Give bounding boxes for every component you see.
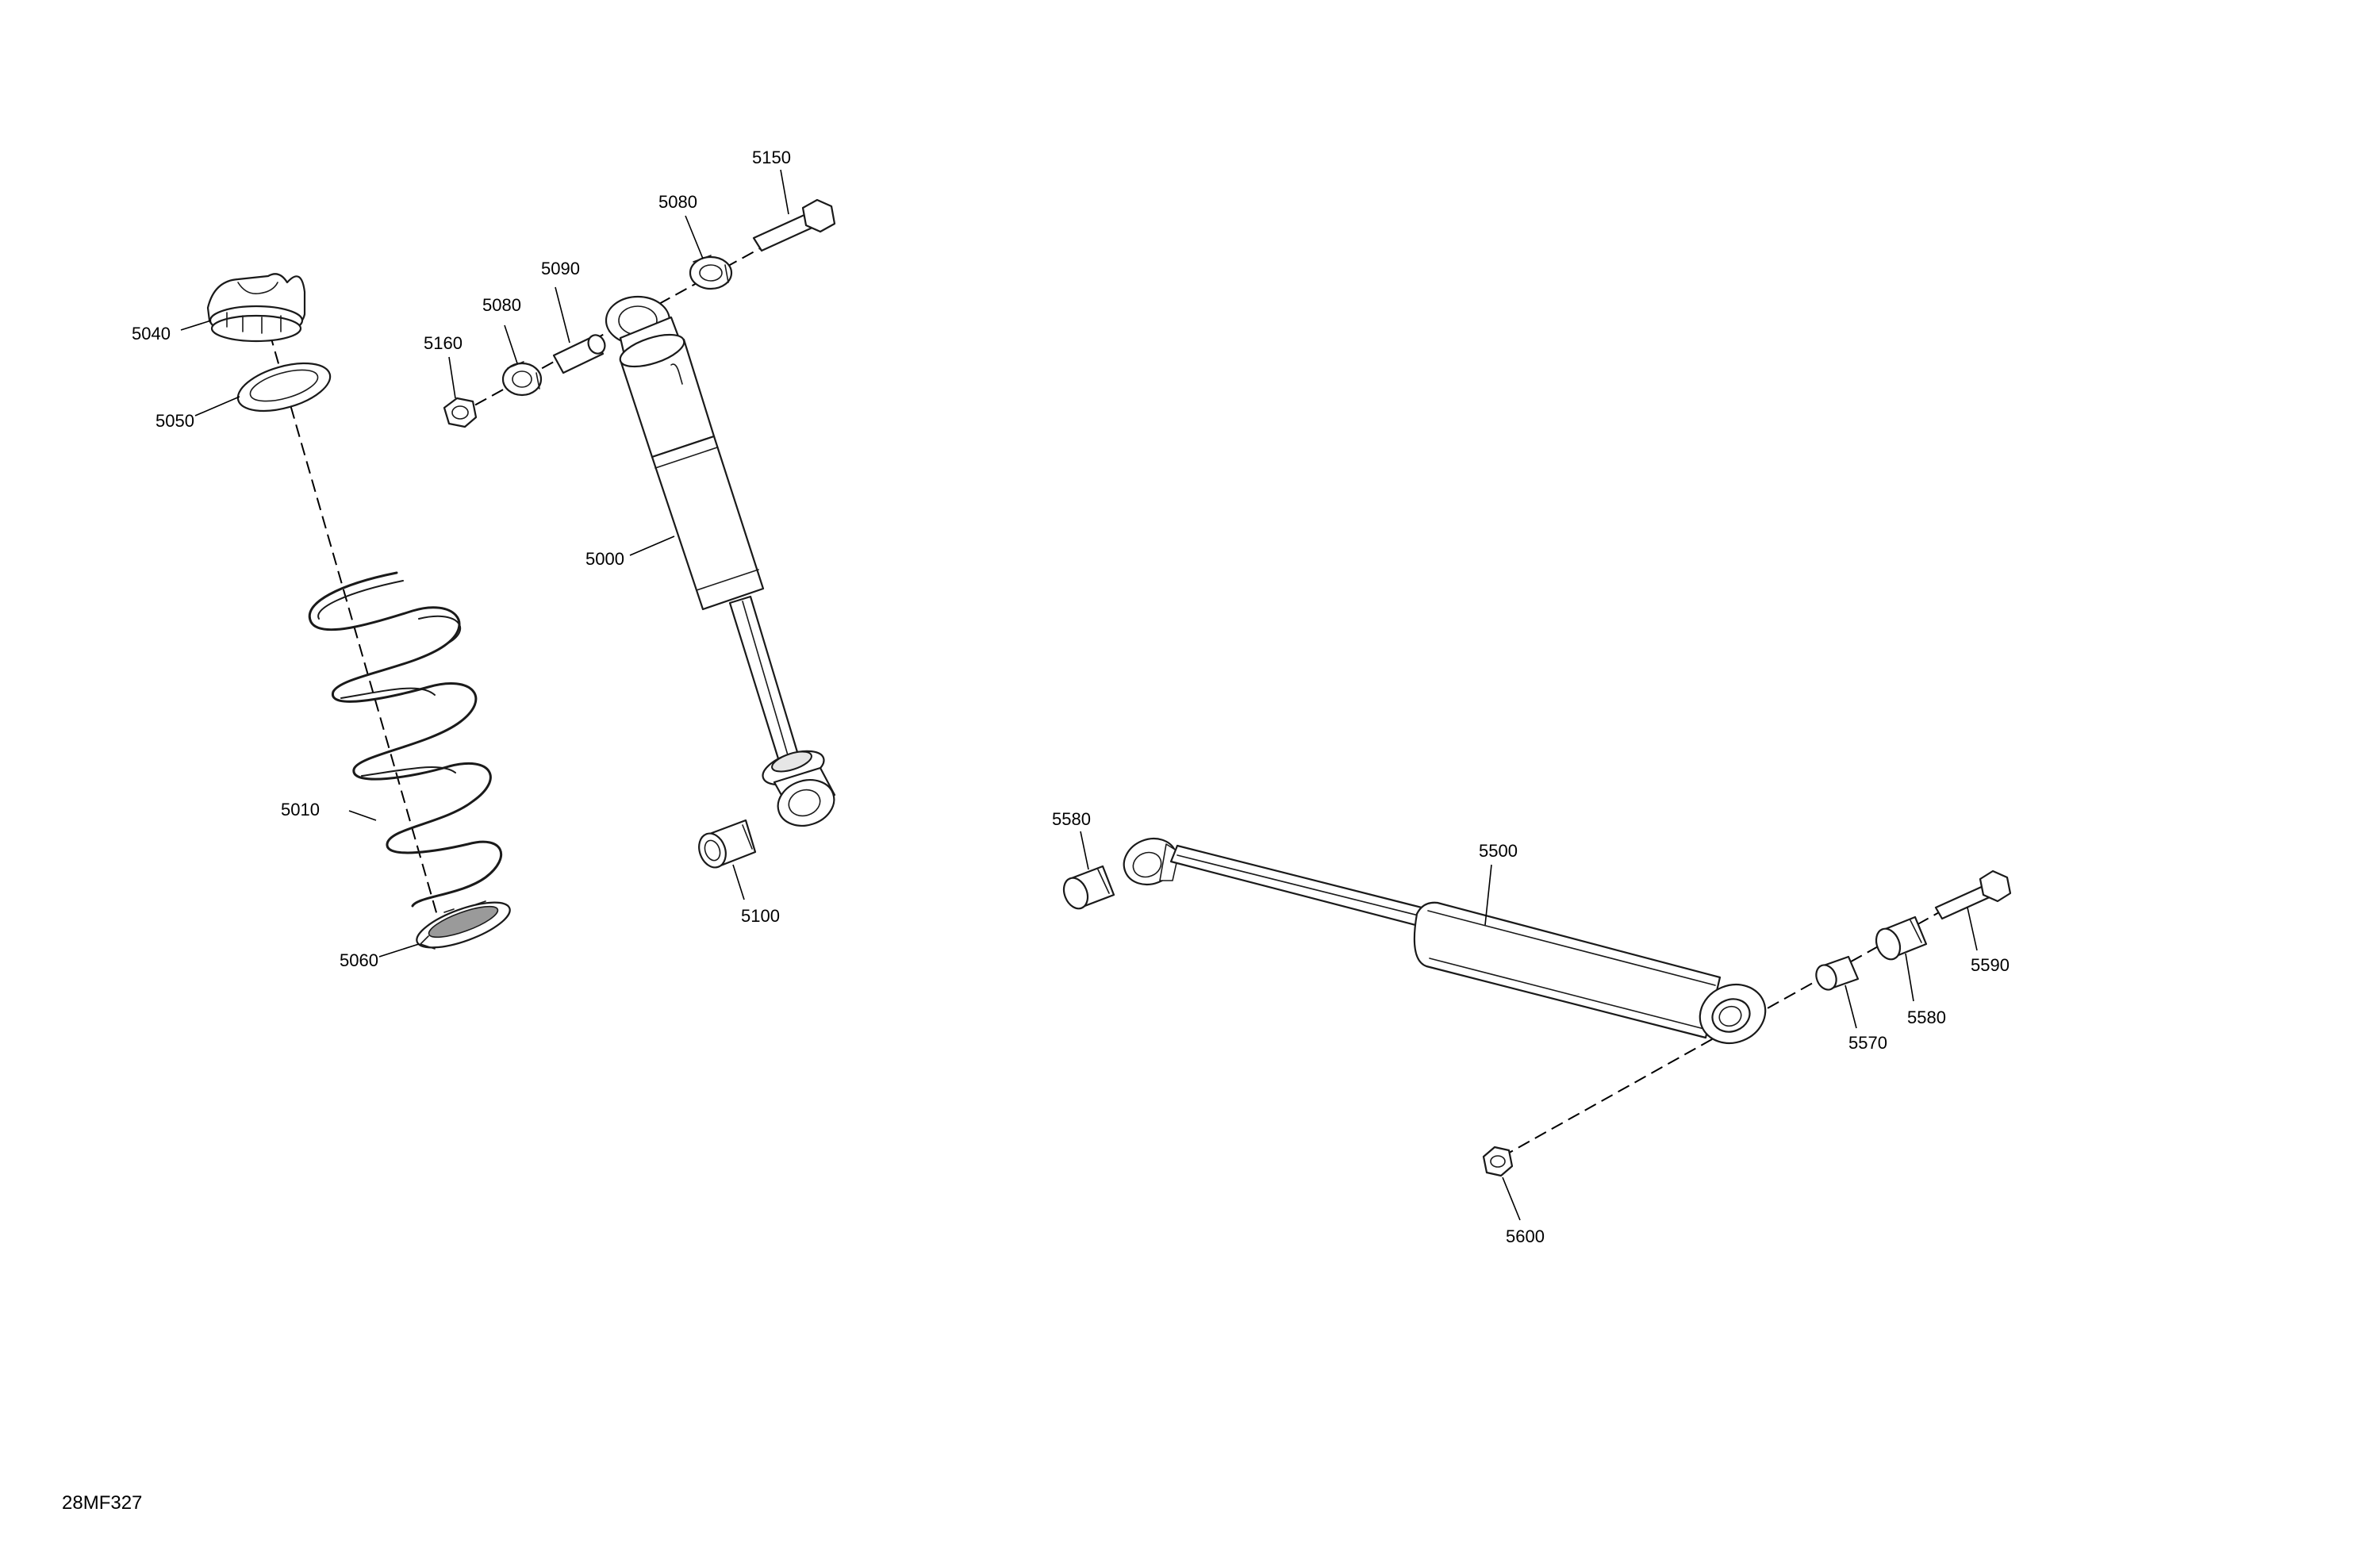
callout-5080-upper: 5080 [658,192,697,212]
callout-5600: 5600 [1506,1226,1545,1246]
coil-spring-5010 [308,571,503,908]
callout-5150: 5150 [752,148,791,167]
callout-5000: 5000 [585,549,624,569]
bolt-5590 [1934,869,2012,920]
callout-5160: 5160 [424,333,463,353]
callout-5040: 5040 [132,324,171,344]
callout-5590: 5590 [1971,955,2010,975]
callout-5500: 5500 [1479,841,1518,861]
callout-5060: 5060 [340,950,378,970]
callout-5100: 5100 [741,906,780,926]
spring-retainer-5040 [206,273,306,343]
callout-5580-right: 5580 [1907,1008,1946,1027]
steering-damper-5500 [1123,837,1767,1045]
bushing-5080-upper [689,255,733,290]
bushing-5580-left [1062,865,1115,910]
nut-5600 [1482,1146,1514,1177]
spring-axis-line [269,332,445,941]
bushing-5100 [698,819,757,869]
sleeve-5090 [552,334,606,374]
washer-ring-5050 [236,362,332,413]
callout-5080-lower: 5080 [482,295,521,315]
bushing-5580-right [1875,915,1928,961]
figure-code: 28MF327 [62,1492,142,1514]
bushing-5080-lower [501,361,543,397]
shock-absorber-5000 [605,295,836,827]
callout-5580-left: 5580 [1052,809,1091,829]
callout-5010: 5010 [281,800,320,819]
callout-5570: 5570 [1848,1033,1887,1053]
lower-spring-seat-5060 [416,900,511,950]
bolt-5150 [752,198,836,252]
spacer-5570 [1815,955,1860,991]
callout-5050: 5050 [155,411,194,431]
leader-lines [180,169,1978,1221]
callout-5090: 5090 [541,259,580,278]
nut-5160 [443,397,478,428]
